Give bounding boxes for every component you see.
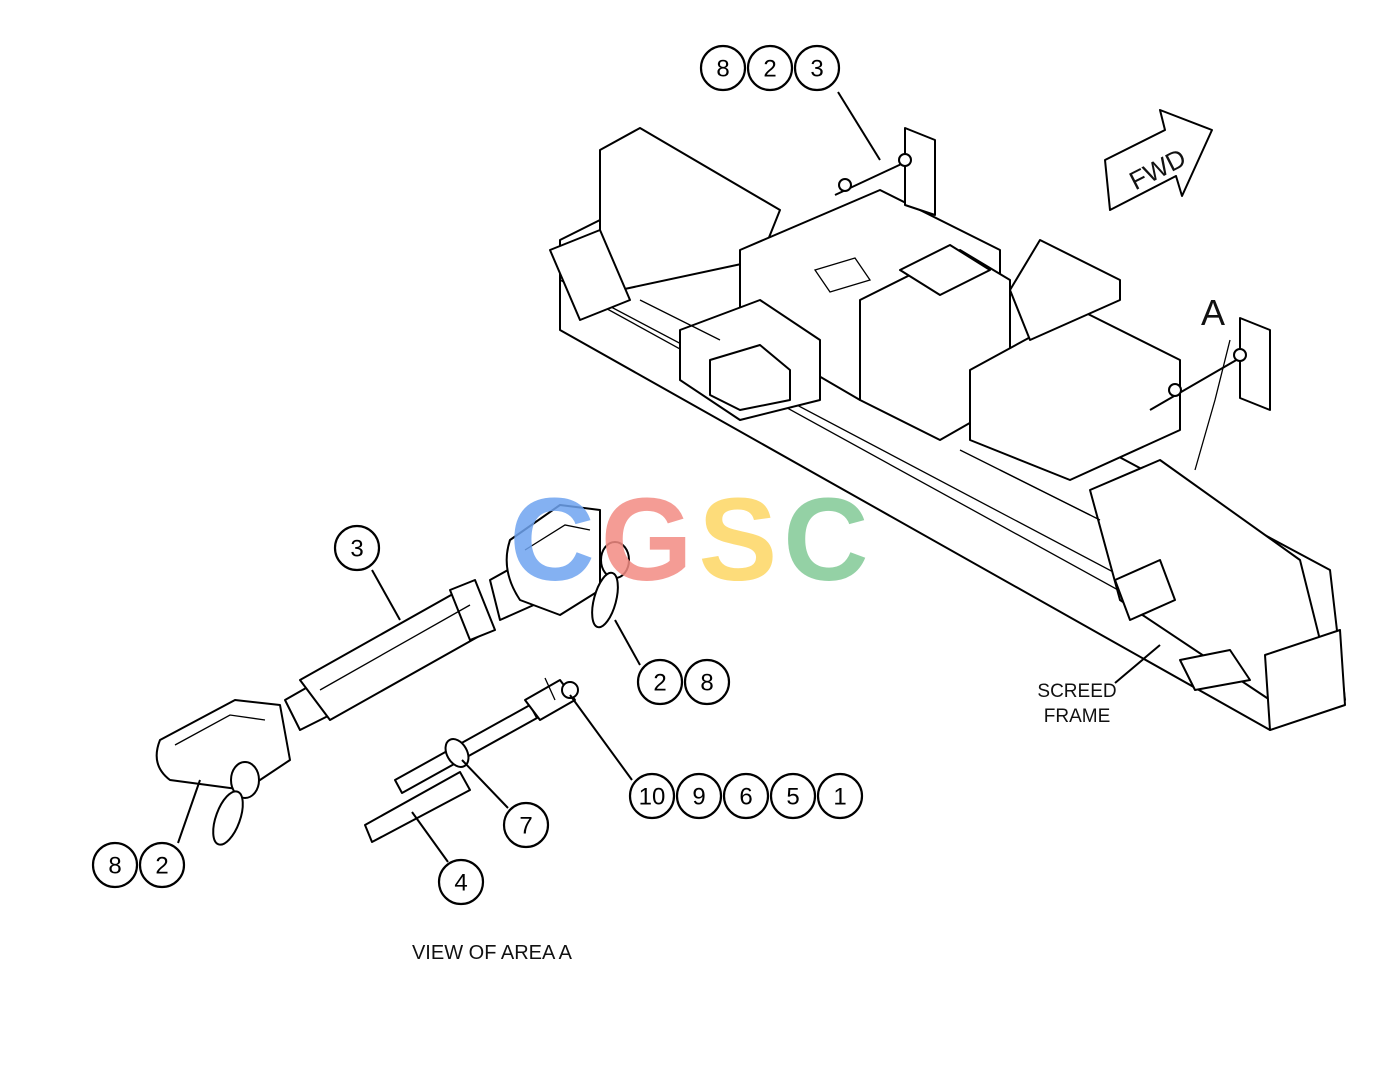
callout-number: 10 — [639, 784, 666, 811]
callout-number: 4 — [454, 870, 467, 897]
screed-frame-label-line1: SCREED — [1037, 681, 1116, 702]
callout-number: 9 — [692, 784, 705, 811]
callout-bubble: 9 — [675, 772, 723, 820]
callout-bubble: 8 — [91, 841, 139, 889]
watermark-letter: C — [510, 474, 601, 606]
watermark-letter: S — [699, 474, 784, 606]
callout-group-turnbuckle: 3 — [333, 524, 381, 572]
callout-group-bracket: 10 9 6 5 1 — [628, 772, 864, 820]
callout-number: 2 — [155, 853, 168, 880]
callout-number: 8 — [716, 56, 729, 83]
area-marker-a: A — [1201, 292, 1225, 333]
watermark-logo: CGSC — [510, 474, 875, 606]
callout-bubble: 4 — [437, 858, 485, 906]
callout-bubble: 7 — [502, 801, 550, 849]
callout-number: 7 — [519, 813, 532, 840]
callout-bubble: 5 — [769, 772, 817, 820]
callout-group-plate: 4 — [437, 858, 485, 906]
view-caption: VIEW OF AREA A — [412, 942, 573, 964]
screed-frame-label-line2: FRAME — [1044, 706, 1111, 727]
callout-number: 8 — [700, 670, 713, 697]
bolt — [394, 677, 579, 794]
forward-direction-arrow: FWD — [1104, 109, 1213, 211]
callout-number: 6 — [739, 784, 752, 811]
callout-bubble: 8 — [683, 658, 731, 706]
watermark-letter: G — [601, 474, 699, 606]
callout-bubble: 8 — [699, 44, 747, 92]
callout-bubble: 2 — [636, 658, 684, 706]
callout-leaders — [177, 91, 881, 863]
callout-bubble: 10 — [628, 772, 676, 820]
callout-bubble: 2 — [138, 841, 186, 889]
watermark-text: CGSC — [510, 474, 875, 606]
watermark-letter: C — [783, 474, 874, 606]
callout-number: 1 — [833, 784, 846, 811]
callout-group-washer: 7 — [502, 801, 550, 849]
callout-number: 2 — [653, 670, 666, 697]
callout-bubble: 1 — [816, 772, 864, 820]
screed-frame-leader — [1114, 644, 1161, 684]
plate — [364, 771, 471, 843]
callout-number: 3 — [350, 536, 363, 563]
screed-frame-assembly — [549, 127, 1346, 731]
callout-bubble: 6 — [722, 772, 770, 820]
callout-bubble: 3 — [333, 524, 381, 572]
callout-number: 8 — [108, 853, 121, 880]
callout-number: 5 — [786, 784, 799, 811]
callout-group-top: 8 2 3 — [699, 44, 841, 92]
callout-bubble: 2 — [746, 44, 794, 92]
callout-number: 3 — [810, 56, 823, 83]
turnbuckle-assembly — [155, 504, 630, 846]
callout-number: 2 — [763, 56, 776, 83]
callout-bubble: 3 — [793, 44, 841, 92]
